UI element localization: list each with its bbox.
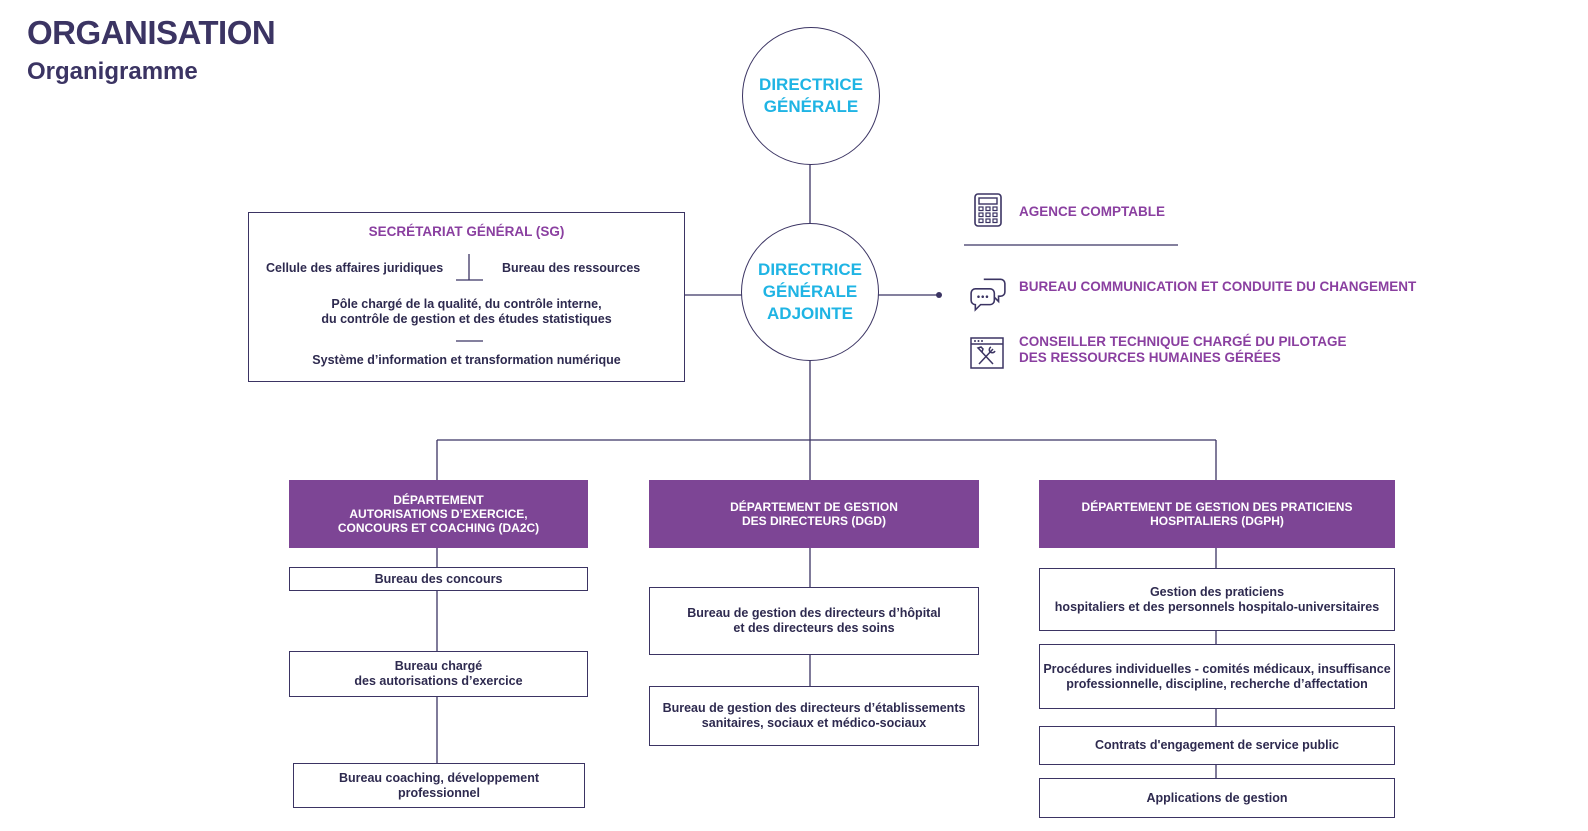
bureau-directeurs-hopital: Bureau de gestion des directeurs d’hôpit… [649, 587, 979, 655]
page-title: ORGANISATION [27, 14, 276, 51]
secretariat-title: SECRÉTARIAT GÉNÉRAL (SG) [368, 224, 565, 239]
secretariat-bureau-ressources: Bureau des ressources [502, 261, 641, 275]
bureau-gestion-praticiens: Gestion des praticiens hospitaliers et d… [1039, 568, 1395, 631]
department-dgph: DÉPARTEMENT DE GESTION DES PRATICIENS HO… [1039, 480, 1395, 548]
bureau-communication-label: BUREAU COMMUNICATION ET CONDUITE DU CHAN… [1019, 279, 1417, 294]
bureau-coaching: Bureau coaching, développement professio… [293, 763, 585, 808]
page-subtitle: Organigramme [27, 58, 198, 85]
conseiller-technique-label: CONSEILLER TECHNIQUE CHARGÉ DU PILOTAGE … [1019, 334, 1347, 365]
secretariat-cellule: Cellule des affaires juridiques [266, 261, 444, 275]
secretariat-systeme: Système d’information et transformation … [312, 353, 621, 367]
bureau-applications-gestion: Applications de gestion [1039, 778, 1395, 818]
directrice-generale-node: DIRECTRICE GÉNÉRALE [742, 27, 880, 165]
secretariat-general-box: SECRÉTARIAT GÉNÉRAL (SG) Cellule des aff… [248, 212, 685, 382]
bureau-procedures-individuelles: Procédures individuelles - comités médic… [1039, 644, 1395, 709]
bureau-concours: Bureau des concours [289, 567, 588, 591]
bureau-contrats-engagement: Contrats d'engagement de service public [1039, 726, 1395, 765]
agence-comptable-label: AGENCE COMPTABLE [1019, 204, 1166, 219]
department-dgd: DÉPARTEMENT DE GESTION DES DIRECTEURS (D… [649, 480, 979, 548]
secretariat-pole: Pôle chargé de la qualité, du contrôle i… [321, 297, 612, 326]
tools-window-icon [969, 336, 1005, 377]
chat-bubbles-icon [969, 274, 1007, 317]
bureau-directeurs-etablissements: Bureau de gestion des directeurs d’établ… [649, 686, 979, 746]
department-da2c: DÉPARTEMENT AUTORISATIONS D’EXERCICE, CO… [289, 480, 588, 548]
calculator-icon [972, 193, 1006, 232]
bureau-autorisations-exercice: Bureau chargé des autorisations d’exerci… [289, 651, 588, 697]
directrice-adjointe-node: DIRECTRICE GÉNÉRALE ADJOINTE [741, 223, 879, 361]
aside-connector-dot [936, 292, 942, 298]
